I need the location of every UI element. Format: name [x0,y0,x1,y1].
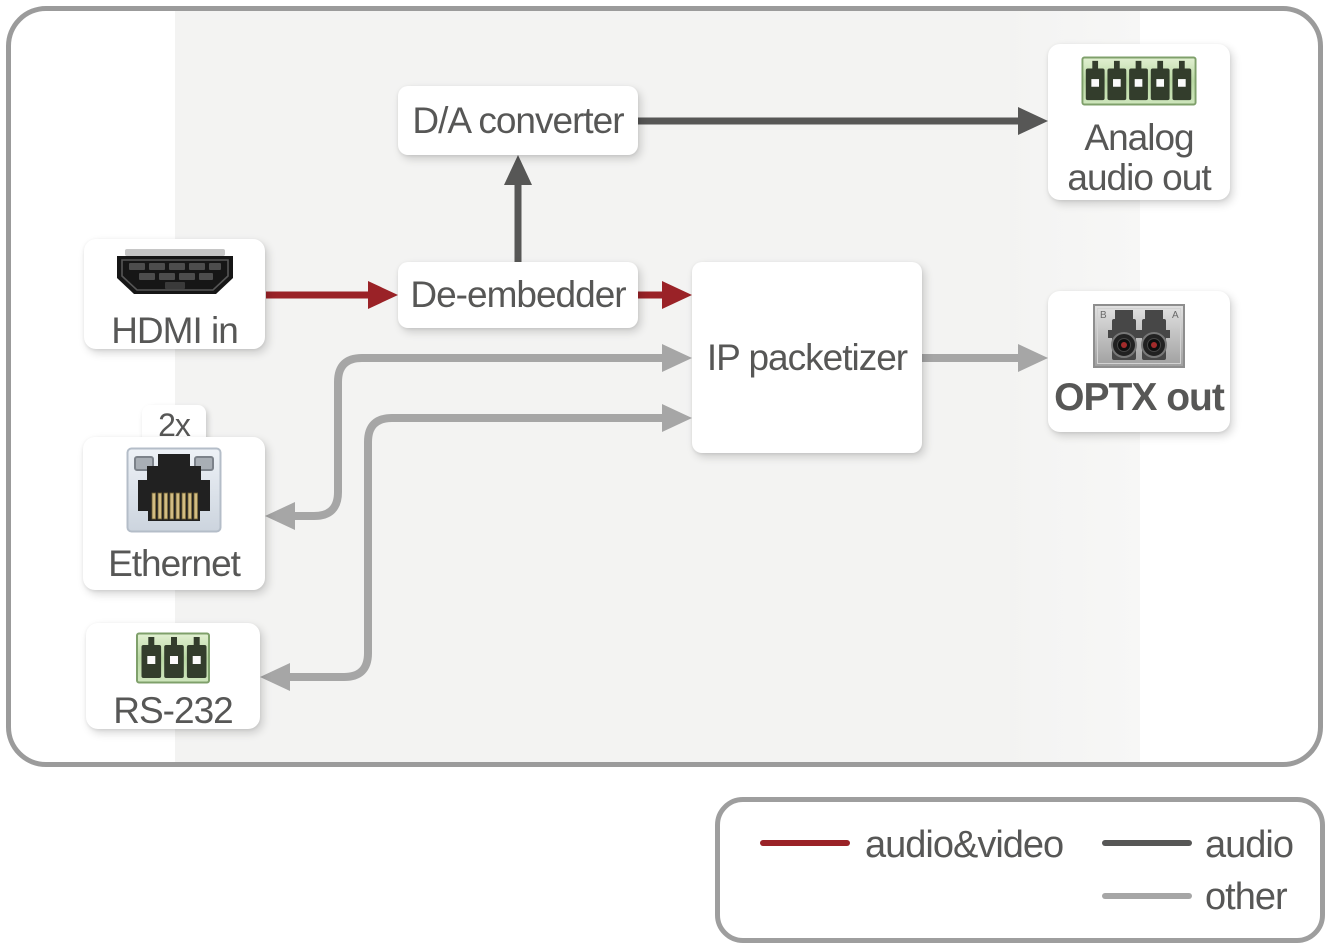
analog-audio-out-label-line2: audio out [1067,157,1211,198]
optx-out-label: OPTX out [1054,376,1225,419]
ethernet-label: Ethernet [108,543,241,584]
phoenix-3pin-connector-icon [135,632,211,689]
rs232-label: RS-232 [113,690,233,731]
legend: audio&video audio other [715,797,1325,943]
optx-port-a-label: A [1172,310,1179,321]
legend-line-audio-video [760,840,850,846]
node-optx-out: B A OPTX out [1048,291,1230,432]
node-hdmi-in: HDMI in [84,239,265,351]
hdmi-connector-icon [113,248,237,307]
analog-audio-out-label-line1: Analog [1084,117,1194,158]
node-de-embedder: De-embedder [398,262,638,328]
lc-duplex-fiber-connector-icon: B A [1093,304,1185,373]
node-ethernet: Ethernet [83,437,265,590]
optx-port-b-label: B [1100,310,1107,321]
ip-packetizer-label: IP packetizer [706,336,908,378]
de-embedder-label: De-embedder [410,274,626,315]
phoenix-5pin-connector-icon [1081,56,1197,111]
lc-plug-left [1108,310,1140,360]
node-analog-audio-out: Analog audio out [1048,44,1230,200]
legend-line-audio [1102,840,1192,846]
node-rs232: RS-232 [86,623,260,731]
legend-label-audio: audio [1205,824,1294,866]
hdmi-in-label: HDMI in [111,310,239,351]
legend-label-other: other [1205,876,1288,918]
node-ip-packetizer: IP packetizer [692,262,922,453]
da-converter-label: D/A converter [412,99,624,141]
rj45-connector-icon [126,447,222,538]
legend-line-other [1102,893,1192,899]
device-panel [175,11,1140,762]
node-da-converter: D/A converter [398,86,638,155]
lc-plug-right [1138,310,1170,360]
legend-label-audio-video: audio&video [865,824,1064,866]
